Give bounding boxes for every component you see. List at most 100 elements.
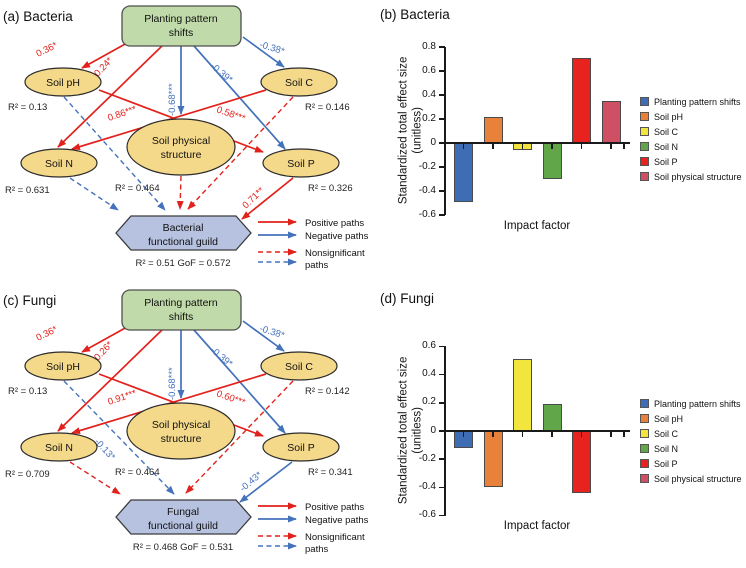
legend-item: Soil P — [640, 456, 742, 471]
r2-soil-ph: R² = 0.13 — [8, 102, 47, 113]
y-tick — [439, 430, 445, 432]
path-soil-p-to-guild — [239, 461, 293, 503]
node-pps-label-2: shifts — [169, 27, 194, 39]
y-tick-label: 0.4 — [422, 368, 436, 380]
legend-item-label: Soil N — [654, 443, 679, 454]
node-soil-p-label: Soil P — [287, 442, 314, 454]
x-axis-line — [444, 142, 630, 144]
x-tick — [580, 430, 583, 437]
y-tick — [439, 94, 445, 96]
bar-soil-c — [513, 359, 532, 431]
x-tick — [492, 142, 494, 149]
path-soil-c-to-guild-nonsig — [185, 380, 294, 494]
y-tick-label: 0.6 — [422, 339, 436, 351]
legend-item: Soil N — [640, 441, 742, 456]
legend-negative-label: Negative paths — [305, 231, 369, 242]
y-tick-label: -0.4 — [418, 480, 436, 492]
coef-soil-p-guild: 0.71** — [240, 185, 266, 211]
x-tick — [580, 142, 583, 149]
x-axis-title: Impact factor — [503, 520, 571, 532]
legend-swatch-soil-physical-structure — [640, 172, 649, 181]
y-tick-label: -0.2 — [418, 160, 436, 172]
x-tick — [623, 430, 625, 437]
path-pps-to-soil-ph — [81, 326, 128, 353]
bar-soil-physical-structure — [601, 101, 621, 143]
node-soil-n — [20, 432, 98, 462]
sem-diagram-bacteria: (a) Bacteria 0.36* 0.24* -0.68*** -0.39*… — [3, 5, 369, 271]
coef-soil-ph-soil-p: 0.60*** — [215, 388, 247, 408]
node-sps-label-1: Soil physical — [152, 419, 210, 431]
y-tick — [439, 46, 445, 48]
y-tick-label: 0.2 — [422, 112, 436, 124]
legend-item-label: Soil C — [654, 428, 679, 439]
node-soil-p — [262, 432, 340, 462]
y-tick — [439, 118, 445, 120]
node-planting-pattern-shifts — [121, 289, 242, 331]
bar-soil-ph — [483, 116, 503, 143]
coef-soil-c-soil-n: 0.86*** — [106, 104, 138, 124]
node-sps-label-2: structure — [161, 149, 202, 161]
x-axis-line — [444, 430, 630, 432]
y-tick-label: 0.6 — [422, 64, 436, 76]
r2-soil-c: R² = 0.142 — [305, 386, 350, 397]
coef-soil-c-soil-n: 0.91*** — [106, 388, 138, 408]
node-soil-ph — [24, 67, 102, 97]
y-tick-label: 0.2 — [422, 396, 436, 408]
coef-pps-soil-p: -0.39* — [208, 345, 235, 370]
legend-item: Soil pH — [640, 109, 742, 124]
legend-item-label: Planting pattern shifts — [654, 398, 741, 409]
coef-pps-soil-ph: 0.36* — [34, 40, 59, 60]
x-tick — [492, 430, 494, 437]
legend-swatch-soil-n — [640, 142, 649, 151]
y-tick — [439, 373, 445, 376]
node-soil-c — [260, 67, 338, 97]
r2-soil-n: R² = 0.709 — [5, 469, 50, 480]
legend-swatch-soil-ph — [640, 414, 649, 423]
r2-soil-p: R² = 0.326 — [308, 183, 353, 194]
node-soil-c-label: Soil C — [285, 361, 313, 373]
legend-item-label: Planting pattern shifts — [654, 96, 741, 107]
bar-planting-pattern-shifts — [454, 143, 473, 202]
panel-d-title: (d) Fungi — [380, 291, 435, 306]
legend-swatch-planting-pattern-shifts — [640, 399, 649, 408]
r2-sps: R² = 0.464 — [115, 183, 160, 194]
node-soil-physical-structure — [126, 118, 236, 176]
r2-soil-c: R² = 0.146 — [305, 102, 350, 113]
path-soil-c-to-guild-nonsig — [187, 96, 294, 210]
bar-soil-p — [572, 431, 591, 494]
legend-swatch-soil-p — [640, 157, 649, 166]
legend-swatch-soil-c — [640, 429, 649, 438]
path-pps-to-soil-c — [242, 36, 285, 68]
legend-swatch-soil-c — [640, 127, 649, 136]
legend-nonsig-label-1: Nonsignificant — [305, 248, 365, 259]
coef-soil-p-guild: -0.43* — [238, 469, 265, 494]
path-pps-to-soil-n — [57, 45, 163, 148]
node-pps-label-1: Planting pattern — [144, 13, 218, 25]
y-tick — [439, 214, 445, 216]
r2-soil-p: R² = 0.341 — [308, 467, 353, 478]
x-tick — [521, 142, 524, 149]
sem-diagram-fungi: (c) Fungi 0.36* 0.26* -0.68*** -0.39* -0… — [3, 289, 369, 555]
node-fungal-functional-guild — [115, 499, 252, 535]
guild-label-1: Fungal — [167, 506, 199, 518]
legend-swatch-soil-ph — [640, 112, 649, 121]
legend-item-label: Soil pH — [654, 413, 684, 424]
legend-item: Soil C — [640, 124, 742, 139]
node-planting-pattern-shifts — [121, 5, 242, 47]
y-tick-label: -0.6 — [418, 509, 436, 521]
bar-chart-fungi: (d) Fungi Standardized total effect size… — [373, 284, 746, 568]
path-soil-n-to-guild-nonsig — [69, 177, 119, 211]
legend-negative-label: Negative paths — [305, 515, 369, 526]
legend-item-label: Soil N — [654, 141, 679, 152]
x-axis-title: Impact factor — [503, 220, 571, 232]
node-soil-c-label: Soil C — [285, 77, 313, 89]
y-tick-label: 0.8 — [422, 40, 436, 52]
guild-label-2: functional guild — [148, 236, 218, 248]
legend-positive-label: Positive paths — [305, 502, 364, 513]
x-tick — [462, 430, 465, 437]
y-tick-label: -0.4 — [418, 184, 436, 196]
legend-swatch-soil-n — [640, 444, 649, 453]
legend-item: Soil C — [640, 426, 742, 441]
y-tick — [439, 190, 445, 192]
